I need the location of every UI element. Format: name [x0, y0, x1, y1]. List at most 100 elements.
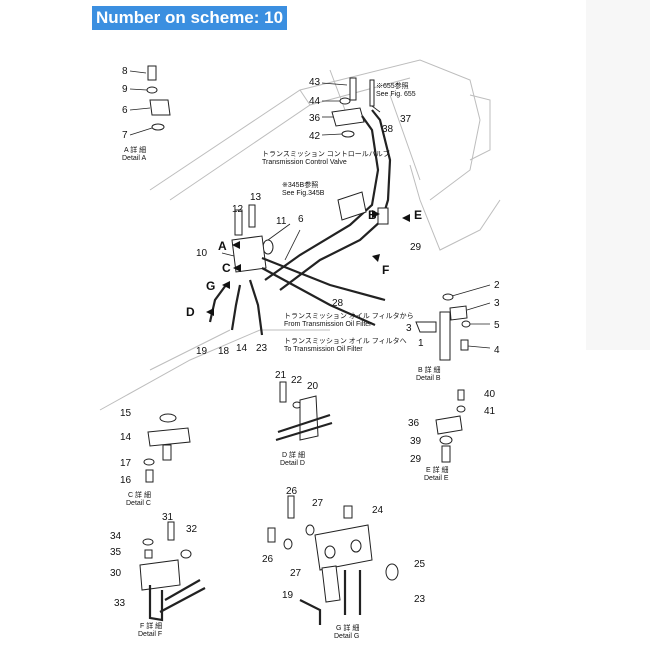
- part-label-29: 29: [410, 242, 422, 253]
- part-label-11: 11: [276, 216, 287, 227]
- bolt-13: [248, 204, 256, 228]
- block-36: [331, 107, 365, 127]
- part-label-14: 14: [236, 343, 248, 354]
- part-label-13: 13: [250, 192, 262, 203]
- detail-e-jp: E 詳 細: [426, 465, 449, 474]
- plug-24: [343, 505, 353, 519]
- detail-d-jp: D 詳 細: [282, 450, 305, 459]
- part-label-6b: 6: [298, 214, 304, 225]
- side-shade-panel: [586, 0, 650, 350]
- part-label-21: 21: [275, 370, 287, 381]
- o-ring-42: [341, 130, 355, 138]
- tube-1: [439, 311, 451, 361]
- part-label-30: 30: [110, 568, 122, 579]
- detail-captions: A 詳 細 Detail A B 詳 細 Detail B C 詳 細 Deta…: [122, 145, 449, 640]
- part-label-23: 23: [256, 343, 268, 354]
- part-label-31: 31: [162, 512, 174, 523]
- elbow-6: [149, 99, 171, 116]
- view-arrows: [206, 210, 410, 316]
- detail-c-en: Detail C: [126, 500, 151, 507]
- part-label-40: 40: [484, 389, 496, 400]
- to-filter-jp: トランスミッション オイル フィルタへ: [284, 336, 407, 345]
- part-label-39: 39: [410, 436, 422, 447]
- detail-g-en: Detail G: [334, 633, 359, 640]
- detail-d-assembly: [275, 381, 333, 442]
- detail-d-en: Detail D: [280, 460, 305, 467]
- part-number-labels: 8 9 6 7 43 44 36 42 37 38 12 13 11 6 10 …: [110, 66, 500, 609]
- part-label-26: 26: [286, 486, 298, 497]
- note-345b-jp: ※345B参照: [282, 180, 318, 189]
- part-label-7: 7: [122, 130, 128, 141]
- bolt-43: [349, 77, 357, 101]
- washer-17: [143, 458, 155, 466]
- to-filter-en: To Transmission Oil Filter: [284, 346, 363, 353]
- view-letter-labels: A B C D E F G: [186, 208, 422, 319]
- from-filter-jp: トランスミッション オイル フィルタから: [284, 311, 414, 320]
- flange-14: [147, 427, 191, 447]
- part-label-41: 41: [484, 406, 496, 417]
- block-36e: [435, 415, 463, 435]
- part-label-2: 2: [494, 280, 500, 291]
- block-10: [231, 235, 267, 273]
- o-ring-11: [262, 239, 274, 255]
- part-label-4: 4: [494, 345, 500, 356]
- detail-f-jp: F 詳 細: [140, 621, 162, 630]
- part-label-37: 37: [400, 114, 412, 125]
- o-ring-25: [385, 563, 399, 581]
- part-label-42: 42: [309, 131, 321, 142]
- part-label-17: 17: [120, 458, 132, 469]
- part-label-3b: 3: [406, 323, 412, 334]
- part-label-44: 44: [309, 96, 321, 107]
- machine-outline: [99, 59, 501, 411]
- view-letter-c: C: [222, 261, 231, 275]
- view-letter-b: B: [368, 208, 377, 222]
- view-letter-f: F: [382, 263, 389, 277]
- part-label-43: 43: [309, 77, 321, 88]
- part-label-28: 28: [332, 298, 344, 309]
- detail-g-jp: G 詳 細: [336, 623, 359, 632]
- valve-note-jp: トランスミッション コントロールバルブ: [262, 149, 390, 158]
- part-label-35: 35: [110, 547, 122, 558]
- washer-44: [339, 97, 351, 105]
- o-ring-39: [439, 435, 453, 445]
- scheme-number-title: Number on scheme: 10: [92, 6, 288, 30]
- valve-note-en: Transmission Control Valve: [262, 159, 347, 166]
- part-label-18: 18: [218, 346, 230, 357]
- detail-a-en: Detail A: [122, 155, 146, 162]
- fitting-345b: [337, 191, 367, 221]
- elbow-3: [449, 305, 468, 321]
- part-label-8: 8: [122, 66, 128, 77]
- part-label-36: 36: [309, 113, 321, 124]
- detail-e-en: Detail E: [424, 475, 449, 482]
- part-label-5: 5: [494, 320, 500, 331]
- view-letter-a: A: [218, 239, 227, 253]
- detail-a-jp: A 詳 細: [124, 145, 146, 154]
- part-label-34: 34: [110, 531, 122, 542]
- part-label-3: 3: [494, 298, 500, 309]
- washer-34: [142, 538, 154, 546]
- part-label-38: 38: [382, 124, 394, 135]
- clamp-20: [299, 395, 319, 441]
- note-345b-en: See Fig.345B: [282, 190, 325, 197]
- detail-a-assembly: [129, 65, 171, 136]
- detail-b-assembly: [415, 284, 491, 361]
- part-label-14b: 14: [120, 432, 132, 443]
- bolt-40: [457, 389, 465, 401]
- part-label-25: 25: [414, 559, 426, 570]
- part-label-29e: 29: [410, 454, 422, 465]
- detail-c-jp: C 詳 細: [128, 490, 151, 499]
- part-label-15: 15: [120, 408, 132, 419]
- bolt-4: [460, 339, 469, 351]
- washer-27: [305, 524, 315, 536]
- part-label-26b: 26: [262, 554, 274, 565]
- nut-35: [144, 549, 153, 559]
- o-ring-15: [159, 413, 177, 423]
- view-letter-g: G: [206, 279, 215, 293]
- view-letter-d: D: [186, 305, 195, 319]
- part-label-12: 12: [232, 204, 244, 215]
- part-label-1: 1: [418, 338, 424, 349]
- washer-32: [180, 549, 192, 559]
- part-label-16: 16: [120, 475, 132, 486]
- washer-27b: [283, 538, 293, 550]
- part-label-20: 20: [307, 381, 319, 392]
